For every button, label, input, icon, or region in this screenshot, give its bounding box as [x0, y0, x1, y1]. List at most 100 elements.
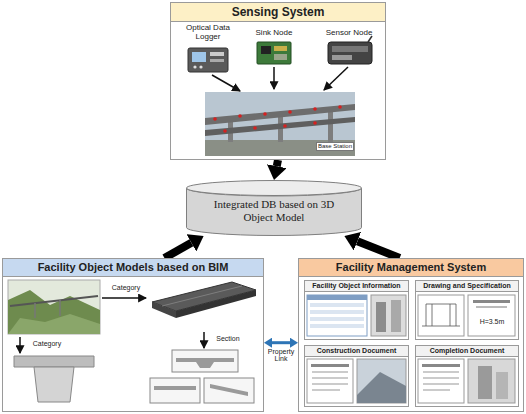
sensor-node-icon-part: [332, 55, 352, 60]
database-label: Integrated DB based on 3D Object Model: [199, 180, 349, 224]
flow-arrow: [277, 160, 278, 166]
sink-node-icon-part: [274, 46, 287, 51]
data-logger-icon-part: [192, 52, 206, 62]
bridge-photo-part: [283, 124, 287, 128]
sink-node-icon-part: [274, 54, 287, 60]
object-info-screens-part: [391, 300, 401, 332]
construction-documents: [307, 359, 406, 403]
deck-model-part: [176, 290, 256, 318]
object-info-screens-part: [307, 295, 367, 300]
terrain-model-part: [34, 303, 36, 318]
completion-documents: [418, 359, 515, 403]
category-arrows-part: [203, 332, 205, 348]
sensor-node-icon: [328, 36, 372, 64]
sink-node-icon-part: [257, 42, 291, 64]
drawing-documents-part: [476, 306, 507, 308]
part-label: Section: [208, 335, 248, 343]
data-logger-icon-part: [210, 59, 224, 62]
data-logger-icon-part: [199, 65, 202, 68]
construction-documents-part: [307, 359, 353, 403]
deck-model-part: [152, 302, 176, 318]
cylinder-top: [187, 181, 362, 196]
drawing-documents-part: [418, 295, 464, 336]
deck-model: [152, 282, 256, 318]
bridge-photo-part: [205, 117, 355, 136]
terrain-model-part: [59, 300, 61, 316]
document-panel: Construction Document: [304, 345, 409, 407]
panel-heading: Facility Object Information: [305, 281, 408, 292]
pier-model-part: [14, 356, 94, 367]
panel-heading: Facility Object Models based on BIM: [3, 259, 263, 277]
leader-arrows: [212, 67, 348, 91]
bridge-photo-part: [328, 110, 333, 142]
data-logger-icon-part: [210, 52, 224, 56]
sensor-node-icon-part: [328, 42, 372, 64]
data-logger-icon-part: [188, 48, 228, 72]
completion-documents-part: [422, 364, 460, 367]
flow-arrow: [164, 243, 191, 258]
panel-heading: Facility Management System: [299, 259, 523, 277]
section-models-part: [154, 386, 196, 390]
section-models-part: [176, 358, 234, 368]
bridge-photo-part: [205, 140, 355, 156]
object-info-screens: [307, 295, 406, 336]
drawing-documents-part: [422, 304, 460, 326]
sink-node-icon-part: [261, 46, 271, 54]
panel-heading: Construction Document: [305, 346, 408, 357]
object-info-screens-part: [310, 317, 364, 321]
data-logger-icon: [188, 48, 228, 72]
station-tag: Base Station: [316, 142, 354, 151]
section-models-part: [210, 384, 248, 396]
bridge-photo: [205, 92, 355, 156]
completion-documents-part: [423, 372, 459, 390]
edge-label: Property Link: [265, 348, 297, 363]
panel-heading: Sensing System: [171, 3, 385, 22]
drawing-documents-part: [473, 300, 510, 303]
part-label: Category: [104, 284, 148, 292]
document-panel: Completion Document: [415, 345, 519, 407]
leader-arrows-part: [324, 67, 348, 90]
part-label: Category: [25, 340, 69, 348]
bridge-photo-part: [338, 105, 342, 109]
object-info-screens-part: [310, 303, 364, 307]
category-arrows-part: [102, 297, 146, 299]
system-panel: Facility Management SystemFacility Objec…: [298, 258, 524, 412]
completion-documents-part: [496, 372, 508, 399]
terrain-model-part: [8, 314, 100, 334]
object-info-screens-part: [310, 310, 364, 314]
object-info-screens-part: [310, 324, 364, 328]
pier-model-part: [34, 367, 74, 402]
leader-arrows-part: [273, 67, 275, 89]
object-info-screens-part: [371, 295, 406, 336]
sensor-node-icon-part: [332, 46, 368, 52]
document-panel: Drawing and Specification: [415, 280, 519, 340]
terrain-model-part: [8, 280, 100, 334]
data-logger-icon-part: [193, 65, 196, 68]
completion-documents-part: [418, 359, 464, 403]
completion-documents-part: [478, 366, 492, 399]
completion-documents-part: [468, 359, 515, 403]
sink-node-icon: [257, 42, 291, 64]
drawing-documents-part: [468, 295, 515, 336]
section-models-part: [172, 350, 238, 372]
flow-arrow: [357, 241, 399, 258]
pier-model: [14, 356, 94, 402]
part-label: Optical Data Logger: [178, 24, 238, 42]
category-arrows-part: [19, 337, 21, 353]
section-models: [150, 350, 254, 403]
panel-heading: Drawing and Specification: [416, 281, 518, 292]
terrain-model-part: [10, 296, 98, 306]
bridge-photo-part: [213, 117, 217, 121]
document-panel: Facility Object Information: [304, 280, 409, 340]
deck-model-part: [162, 286, 242, 306]
panel-heading: Completion Document: [416, 346, 518, 357]
construction-documents-part: [312, 372, 348, 390]
drawing-documents: [418, 295, 515, 336]
construction-documents-part: [311, 364, 349, 367]
bridge-photo-part: [223, 129, 227, 133]
bridge-photo-part: [253, 126, 257, 130]
leader-arrows-part: [212, 75, 240, 91]
link-arrow: [272, 341, 290, 344]
section-models-part: [204, 378, 254, 403]
